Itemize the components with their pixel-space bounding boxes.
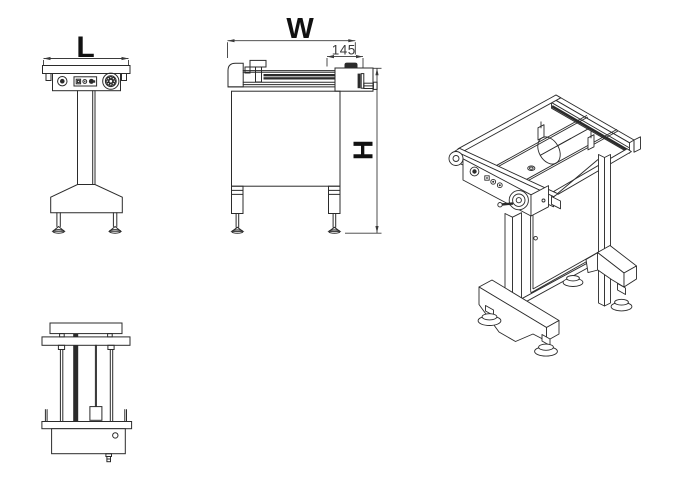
iso-shaft-supports <box>537 121 595 151</box>
arrow-right-icon <box>356 55 363 59</box>
arrow-right-icon <box>348 39 356 43</box>
front-dim-length: L <box>43 31 129 66</box>
bottom-view <box>41 322 133 463</box>
iso-far-rail <box>551 94 641 154</box>
dim-label-width: W <box>286 13 314 45</box>
iso-front-foot <box>477 279 560 357</box>
belt-tensioner <box>249 59 267 68</box>
mount-plate-wide <box>41 336 131 346</box>
iso-guide-shafts <box>494 115 619 183</box>
leveling-foot <box>108 225 123 232</box>
iso-control-box <box>462 158 549 217</box>
arrow-left-icon <box>43 56 51 61</box>
leveling-foot <box>51 225 66 232</box>
side-view: W 145 H <box>227 13 382 234</box>
belt-lines <box>227 70 353 88</box>
estop-knob <box>469 166 480 177</box>
idler-end-cap <box>227 62 244 88</box>
front-control-panel <box>52 72 121 92</box>
arrow-down-icon <box>375 226 379 233</box>
drive-motor-housing <box>334 62 378 92</box>
side-dim-height: H <box>345 67 382 234</box>
side-conveyor-bed <box>227 59 378 92</box>
arrow-right-icon <box>121 56 129 61</box>
handwheel <box>497 190 529 211</box>
guide-bar <box>73 333 79 422</box>
button-panel <box>484 175 503 189</box>
gear-box <box>51 428 126 455</box>
front-view: L <box>42 31 131 234</box>
dim-label-length: L <box>76 31 94 64</box>
arrow-up-icon <box>375 68 379 76</box>
crank-knob <box>497 202 503 208</box>
panel-hole <box>533 235 538 241</box>
side-dim-width: W <box>227 13 356 58</box>
dim-label-145: 145 <box>332 43 356 58</box>
top-cap <box>527 165 536 171</box>
arrow-left-icon <box>227 39 235 43</box>
button-panel <box>73 76 98 87</box>
iso-front-rail <box>448 147 561 210</box>
iso-back-foot <box>562 245 637 312</box>
slider-block <box>89 406 103 421</box>
base-flange <box>41 421 133 430</box>
side-legs <box>230 185 342 234</box>
estop-knob <box>57 76 68 87</box>
guide-rods <box>59 344 114 422</box>
dim-label-height: H <box>348 140 379 160</box>
leveling-foot <box>230 226 245 232</box>
access-hole <box>112 432 119 439</box>
iso-back-column <box>598 154 611 307</box>
speed-dial <box>102 72 120 90</box>
front-column <box>77 90 96 185</box>
side-dim-motor-width: 145 <box>326 43 364 68</box>
isometric-view <box>448 94 641 357</box>
leveling-foot <box>327 226 342 232</box>
bottom-fitting <box>105 453 113 463</box>
mount-plate-top <box>49 322 123 335</box>
front-feet <box>51 212 123 234</box>
side-screw <box>541 198 546 203</box>
front-base <box>50 184 123 214</box>
idler-pulley <box>448 151 464 166</box>
arrow-left-icon <box>327 55 334 59</box>
side-cabinet <box>231 90 341 187</box>
